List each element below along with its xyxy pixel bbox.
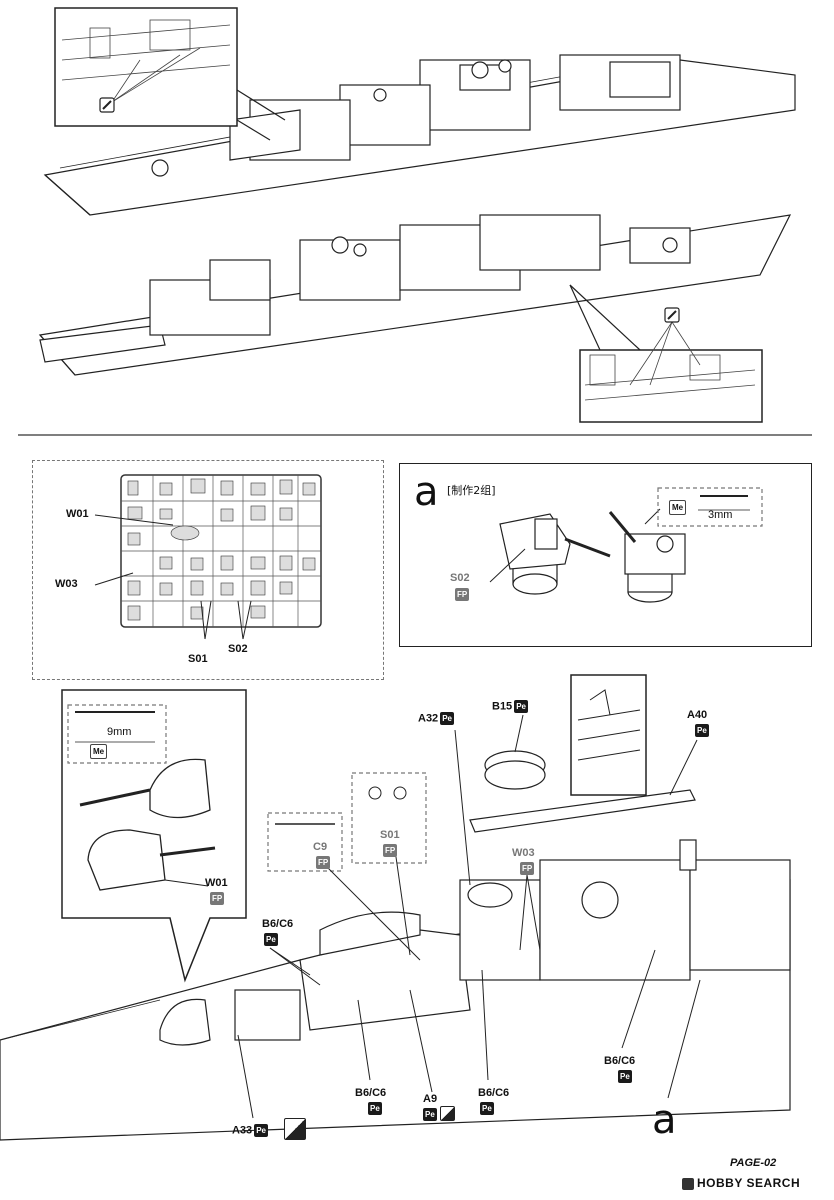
label-w03: W03 [512,847,535,859]
sub-assembly-me-badge: Me [669,500,687,515]
upper-ship [43,54,796,216]
watermark-logo: HOBBY SEARCH [682,1176,800,1190]
sub-assembly-a-panel: a [制作2组] S02 FP Me 3mm [399,463,812,647]
sub-assembly-measure: 3mm [708,509,733,521]
b6c6-d-badge: Pe [618,1070,632,1083]
label-c9: C9 [313,841,328,853]
top-ship-drawings [18,7,812,436]
label-a9: A9 [423,1093,438,1105]
label-b6c6-b: B6/C6 [355,1087,387,1099]
a33-badge: Pe [254,1124,268,1137]
a9-badge: Pe [423,1108,437,1121]
sprue-drawing [94,474,322,640]
s01-badge: FP [383,844,398,857]
sprue-label-s02: S02 [228,643,248,655]
main-gun-measure: 9mm [107,726,132,738]
b6c6-a-badge: Pe [264,933,278,946]
label-b6c6-a: B6/C6 [262,918,294,930]
sprue-label-w01: W01 [66,508,89,520]
main-gun-w01-badge: FP [210,892,225,905]
label-s01: S01 [380,829,400,841]
a9-etch-icon [440,1106,455,1121]
a40-badge: Pe [695,724,709,737]
sub-assembly-drawing [489,487,763,603]
c9-badge: FP [316,856,331,869]
b15-badge: Pe [514,700,528,713]
sprue-label-s01: S01 [188,653,208,665]
b6c6-c-badge: Pe [480,1102,494,1115]
label-b6c6-d: B6/C6 [604,1055,636,1067]
sub-assembly-note: [制作2组] [447,484,496,497]
main-gun-me-badge: Me [90,744,108,759]
main-gun-part-w01: W01 [205,877,228,889]
b6c6-b-badge: Pe [368,1102,382,1115]
watermark-icon [682,1177,694,1190]
label-a40: A40 [687,709,708,721]
lower-inset-frame [579,349,763,423]
sprue-panel: W01 W03 S01 S02 [32,460,384,680]
sprue-label-w03: W03 [55,578,78,590]
watermark-text: HOBBY SEARCH [697,1176,801,1190]
label-b6c6-c: B6/C6 [478,1087,510,1099]
page-number: PAGE-02 [730,1157,777,1169]
a32-badge: Pe [440,712,454,725]
lower-ship [38,214,792,376]
w03-badge: FP [520,862,535,875]
a33-etch-icon [284,1118,306,1140]
sub-assembly-s02-badge: FP [455,588,470,601]
sub-assembly-part-s02: S02 [450,572,470,584]
sub-assembly-a-ref: a [652,1097,677,1143]
sub-assembly-letter: a [414,469,439,515]
